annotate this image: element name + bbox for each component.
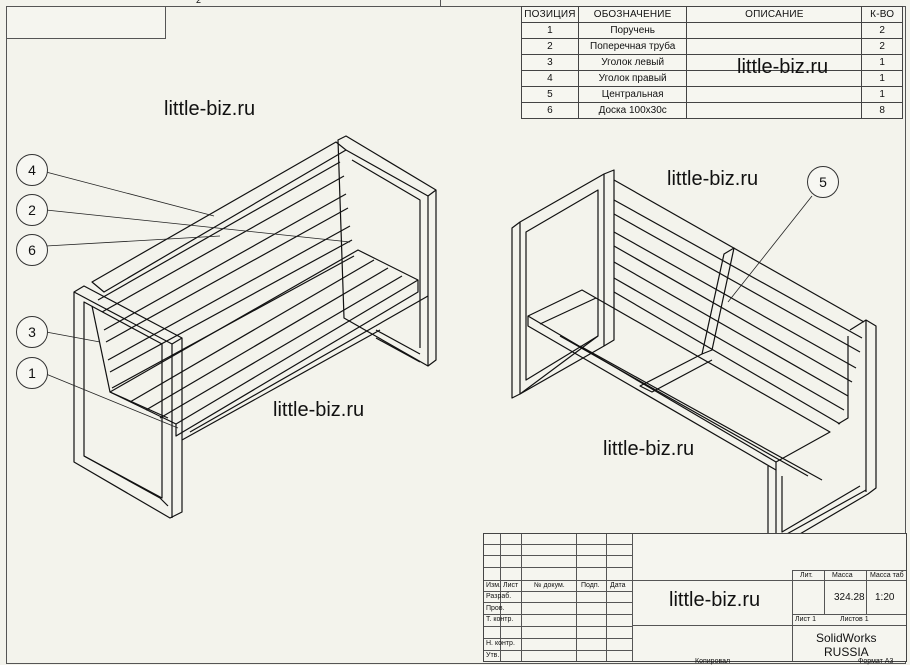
- watermark: little-biz.ru: [273, 399, 365, 421]
- back-rail-top: [91, 141, 347, 293]
- massa-tab-label: Масса таб: [870, 572, 904, 579]
- callout-2: 2: [16, 194, 48, 226]
- left-armrest-frame: [73, 285, 183, 519]
- rear-seat-top: [527, 289, 831, 463]
- watermark: little-biz.ru: [667, 168, 759, 190]
- callout-5: 5: [807, 166, 839, 198]
- row-prov: Пров.: [486, 605, 505, 612]
- sheets-label: Листов 1: [840, 616, 869, 623]
- massa-label: Масса: [832, 572, 853, 579]
- central-post: [701, 247, 735, 355]
- row-tkontr: Т. контр.: [486, 616, 514, 623]
- scale-value: 1:20: [875, 592, 895, 603]
- zone-mark: 2: [196, 0, 202, 5]
- format-label: Формат А3: [858, 658, 894, 665]
- callout-6: 6: [16, 234, 48, 266]
- callout-3: 3: [16, 316, 48, 348]
- right-armrest-frame: [337, 135, 437, 367]
- watermark: little-biz.ru: [669, 589, 761, 611]
- left-bench-view: [73, 135, 437, 519]
- col-izm: Изм.: [486, 582, 501, 589]
- seat-top: [109, 249, 419, 425]
- company-line2: RUSSIA: [824, 645, 869, 659]
- leader-lines: [45, 171, 813, 429]
- top-left-stamp: [6, 6, 166, 39]
- watermark: little-biz.ru: [603, 438, 695, 460]
- row-utv: Утв.: [486, 652, 500, 659]
- right-bench-view: [511, 169, 877, 549]
- callout-1: 1: [16, 357, 48, 389]
- watermark: little-biz.ru: [737, 56, 829, 78]
- sheet-label: Лист 1: [795, 616, 817, 623]
- zone-tick: [440, 0, 441, 6]
- col-dokum: № докум.: [534, 582, 565, 589]
- row-nkontr: Н. контр.: [486, 640, 515, 647]
- callout-4: 4: [16, 154, 48, 186]
- lit-label: Лит.: [800, 572, 813, 579]
- copied-label: Копировал: [695, 658, 731, 665]
- company-line1: SolidWorks: [816, 631, 877, 645]
- col-data: Дата: [610, 582, 626, 589]
- drawing-frame: [6, 6, 906, 664]
- col-podp: Подп.: [581, 582, 600, 589]
- watermark: little-biz.ru: [164, 98, 256, 120]
- row-razrab: Разраб.: [486, 593, 512, 600]
- col-list: Лист: [503, 582, 519, 589]
- title-block: Изм. Лист № докум. Подп. Дата Разраб. Пр…: [483, 533, 907, 662]
- rear-left-armrest: [511, 169, 615, 399]
- mass-value: 324.28: [834, 592, 865, 603]
